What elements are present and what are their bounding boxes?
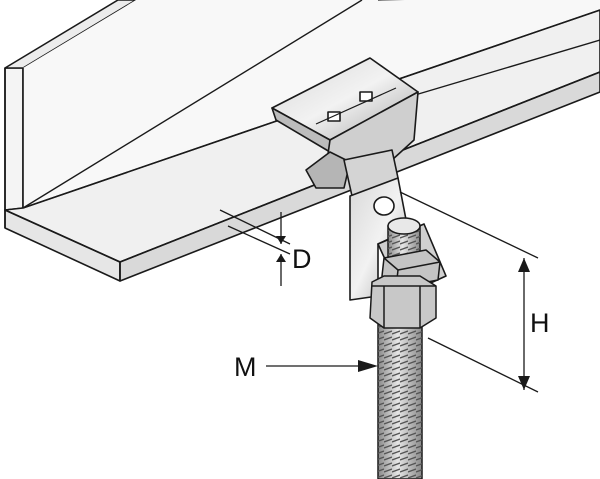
dimension-d <box>219 209 291 286</box>
label-h: H <box>530 308 550 338</box>
label-m: M <box>234 352 257 382</box>
label-d: D <box>292 244 312 274</box>
bracket-hole-icon <box>373 196 395 216</box>
angle-beam <box>4 0 600 282</box>
beam-top-edge <box>4 0 137 69</box>
dimension-h <box>399 191 539 393</box>
rod-end <box>387 217 421 235</box>
hex-nut-bottom <box>369 275 437 329</box>
beam-vertical-leg <box>4 67 24 211</box>
leader-m <box>266 360 378 372</box>
